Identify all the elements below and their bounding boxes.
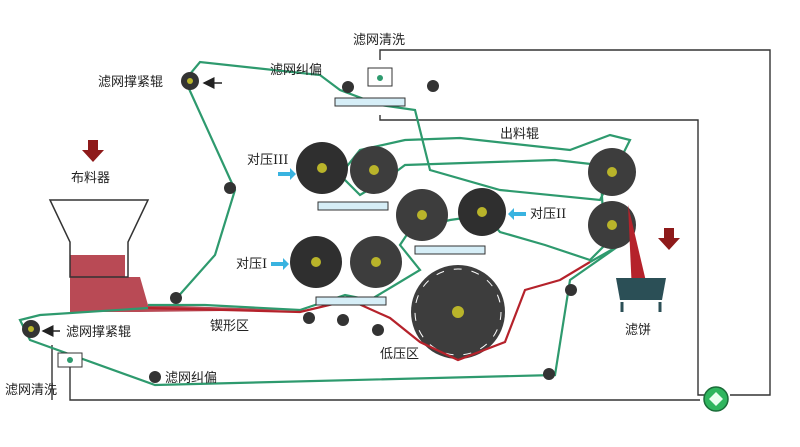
guide-rollers	[22, 72, 577, 383]
label-bottom-tension: 滤网撑紧辊	[66, 325, 131, 340]
arrows	[41, 77, 680, 337]
label-bottom-correct: 滤网纠偏	[165, 371, 217, 386]
label-feeder: 布料器	[71, 171, 110, 186]
press3-arrow-icon	[278, 168, 296, 180]
lower-filter-belt	[147, 261, 591, 362]
pump-icon	[703, 386, 729, 412]
low-pressure-drum	[411, 265, 505, 359]
cake-arrow-icon	[658, 228, 680, 250]
label-wedge-zone: 锲形区	[210, 319, 249, 334]
label-top-tension: 滤网撑紧辊	[98, 75, 163, 90]
sludge-wedge	[70, 255, 300, 312]
label-cake: 滤饼	[625, 323, 651, 338]
feeder-hopper	[48, 199, 150, 278]
upper-filter-belt	[148, 60, 632, 312]
wash-nozzles	[57, 67, 393, 368]
label-bottom-wash: 滤网清洗	[5, 383, 57, 398]
wash-water-piping	[51, 49, 771, 401]
lower-filter-belt-return	[18, 244, 621, 387]
label-top-correct: 滤网纠偏	[270, 63, 322, 78]
feeder-arrow-icon	[82, 140, 104, 162]
filtrate-trays	[315, 97, 486, 306]
filter-cake-chute	[616, 205, 666, 312]
label-low-pressure-zone: 低压区	[380, 347, 419, 362]
discharge-rollers	[588, 148, 636, 249]
press2-arrow-icon	[508, 208, 526, 220]
press-rollers	[290, 142, 506, 288]
label-top-wash: 滤网清洗	[353, 33, 405, 48]
label-press3: 对压III	[247, 153, 288, 168]
label-press2: 对压II	[530, 207, 566, 222]
label-press1: 对压I	[236, 257, 267, 272]
press1-arrow-icon	[271, 258, 289, 270]
label-discharge-roller: 出料辊	[500, 127, 539, 142]
